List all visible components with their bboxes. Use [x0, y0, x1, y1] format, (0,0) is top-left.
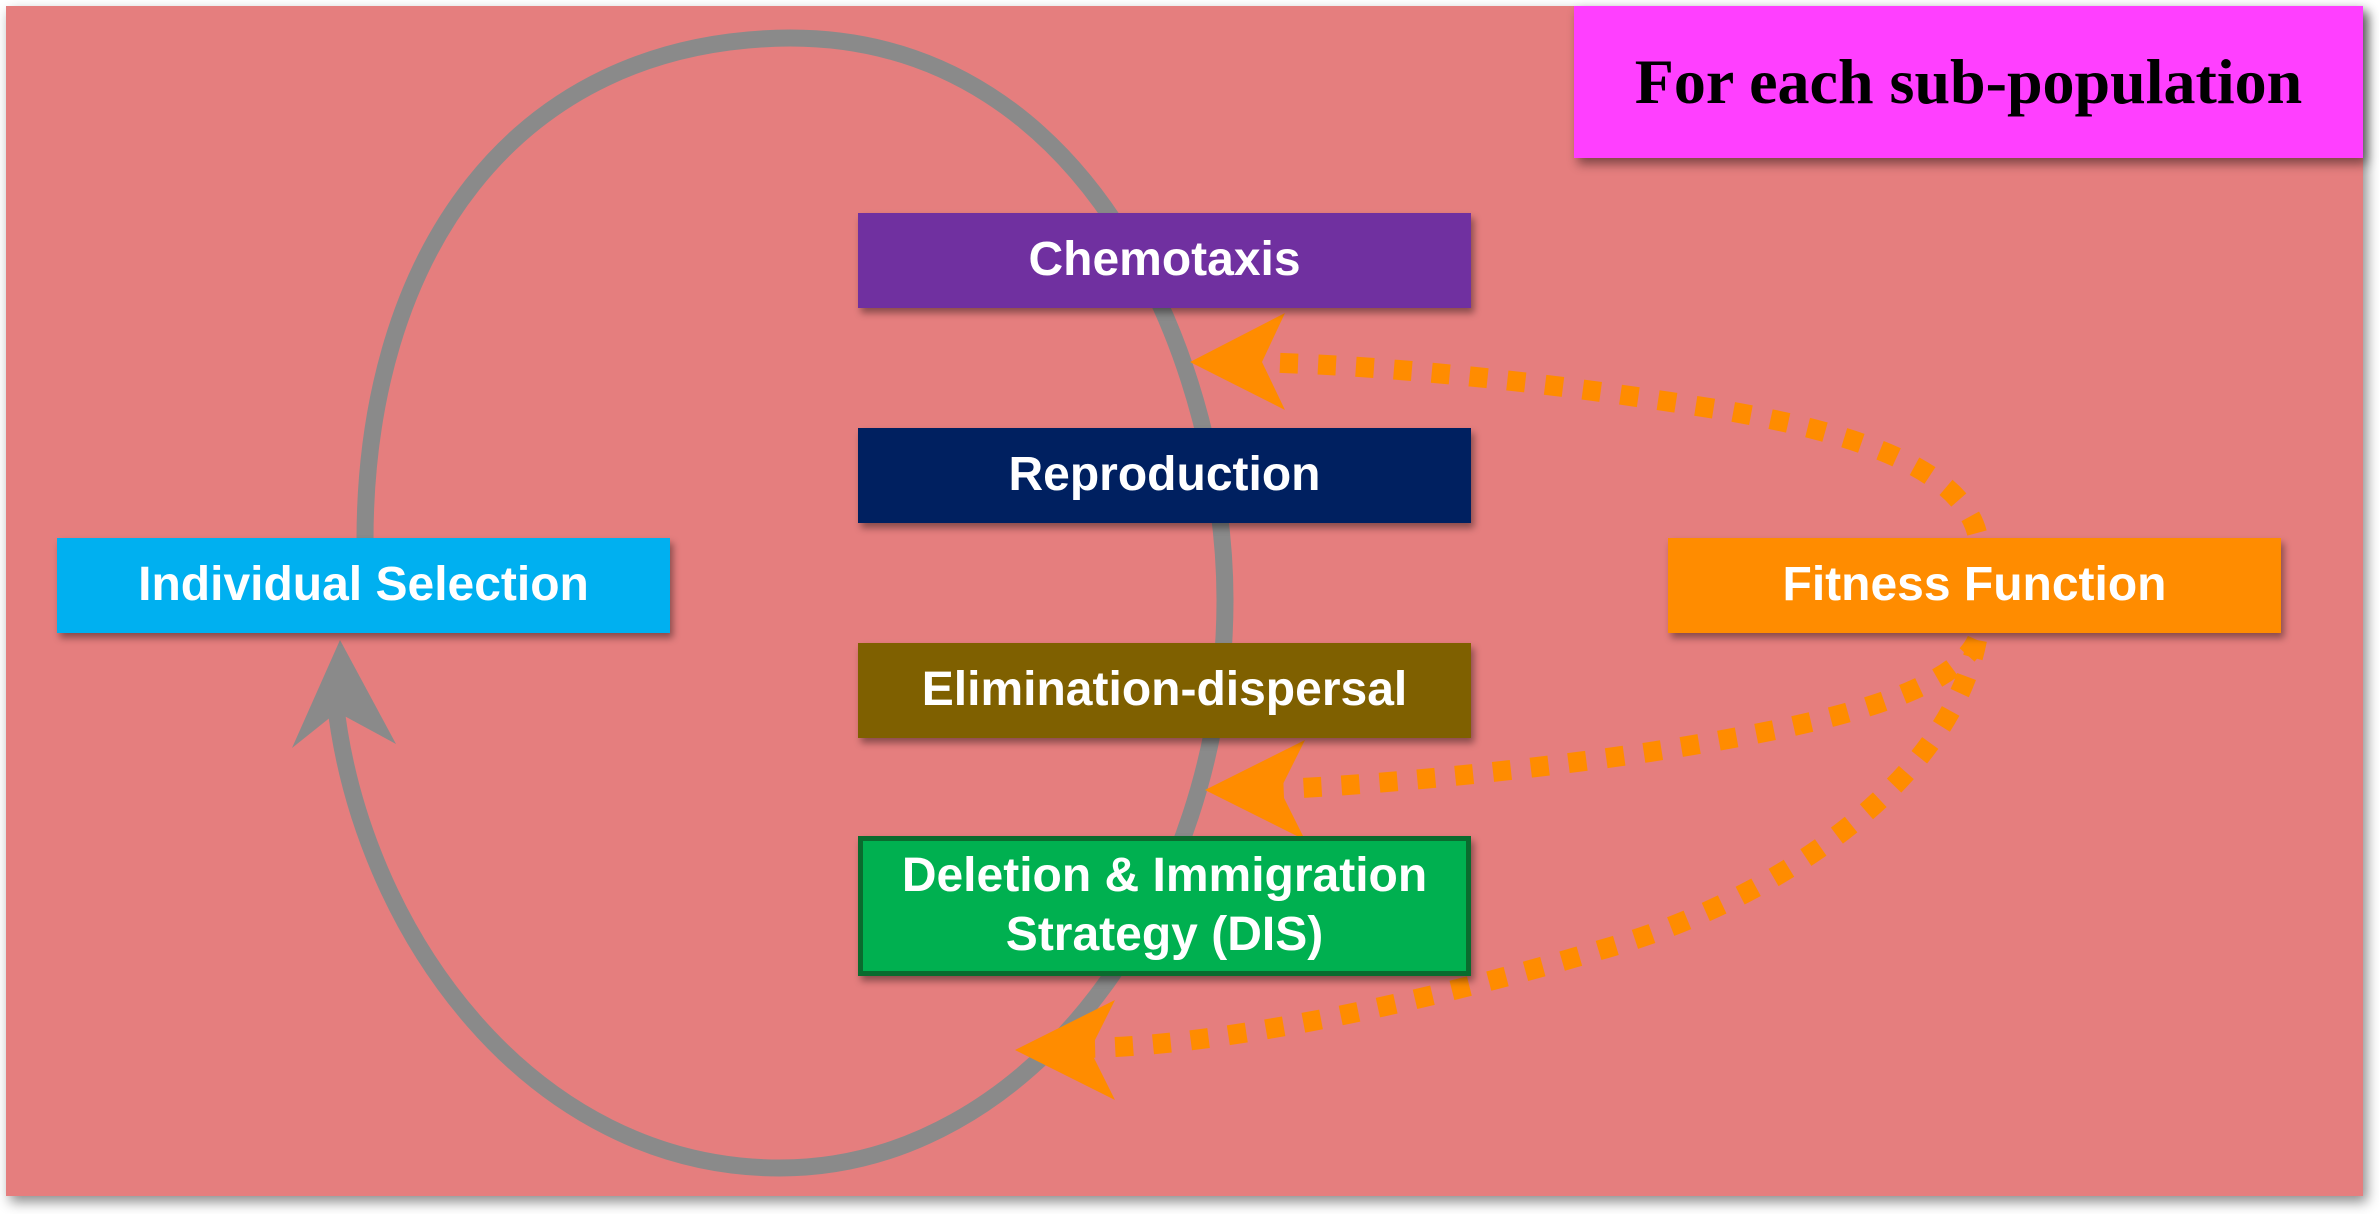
fitness-function-node: Fitness Function	[1668, 538, 2281, 633]
fitness-to-dis-arrowhead-icon	[1015, 1000, 1115, 1100]
deletion-immigration-step: Deletion & Immigration Strategy (DIS)	[858, 836, 1471, 976]
fitness-to-chemotaxis-arrow	[1229, 352, 1987, 537]
cycle-arrowhead-icon	[292, 640, 396, 748]
subpopulation-label: For each sub-population	[1574, 6, 2363, 158]
cycle-loop-arrow	[326, 29, 1234, 1177]
fitness-to-elimination-arrowhead-icon	[1205, 740, 1305, 840]
reproduction-step: Reproduction	[858, 428, 1471, 523]
dis-label-line2: Strategy (DIS)	[1005, 908, 1324, 961]
fitness-to-elimination-arrow	[1249, 635, 1987, 800]
dis-label-line1: Deletion & Immigration	[901, 849, 1428, 903]
individual-selection-node: Individual Selection	[57, 538, 670, 633]
elimination-dispersal-step: Elimination-dispersal	[858, 643, 1471, 738]
fitness-to-chemotaxis-arrowhead-icon	[1190, 313, 1285, 410]
chemotaxis-step: Chemotaxis	[858, 213, 1471, 308]
fitness-to-dis-arrow	[1079, 638, 1987, 1058]
